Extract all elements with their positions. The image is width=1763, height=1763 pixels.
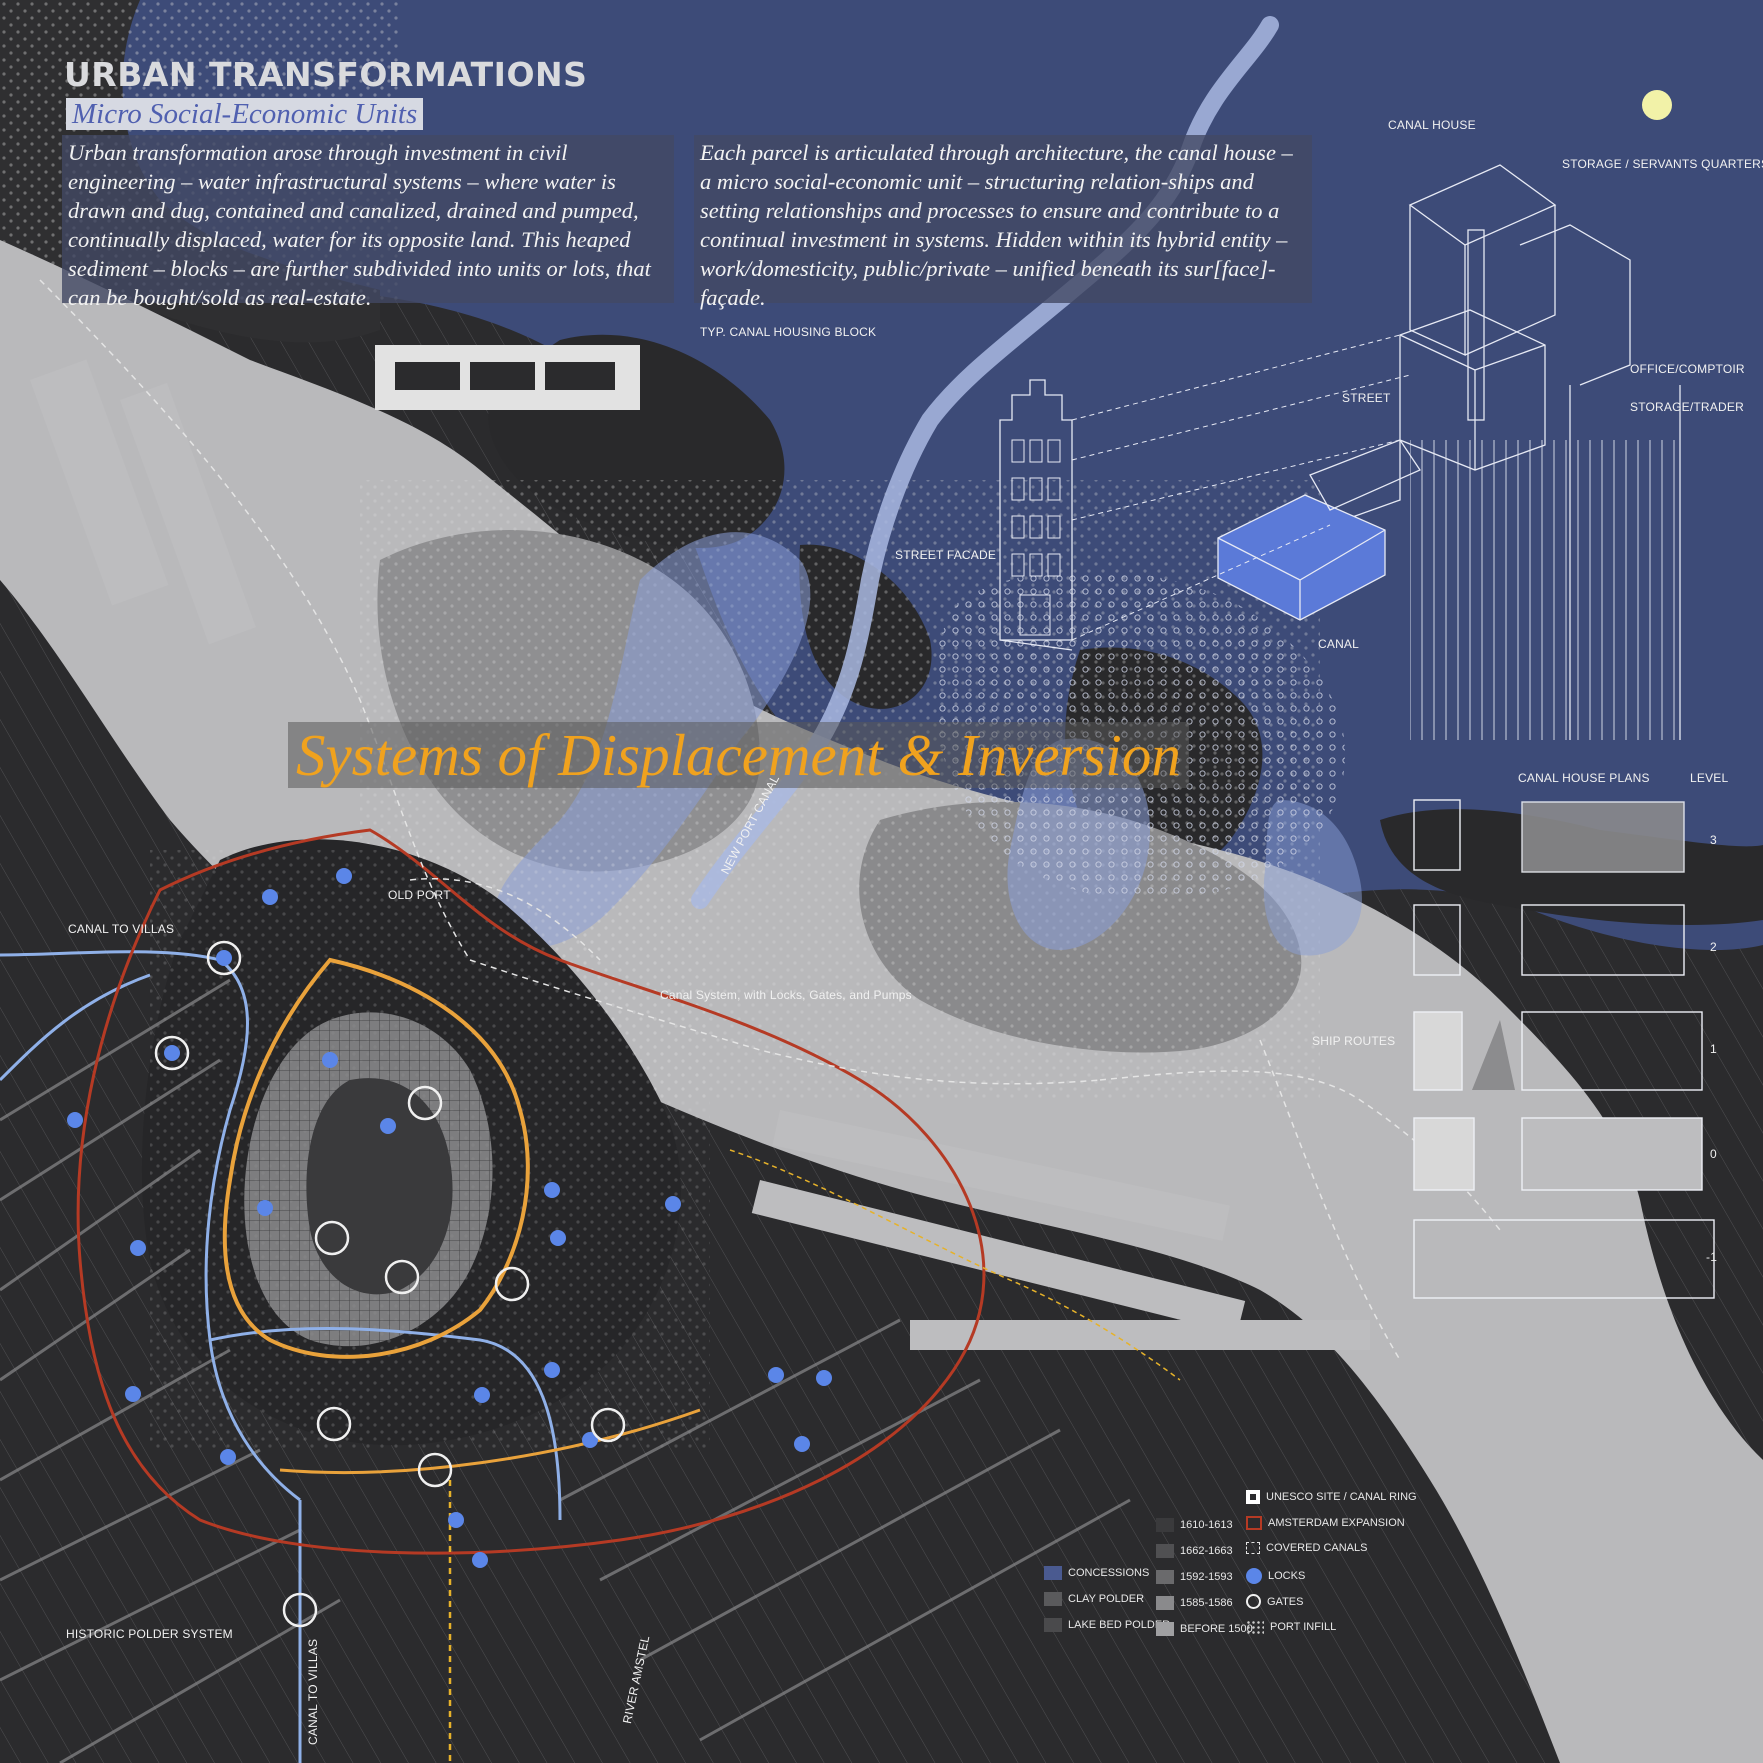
legend-label: GATES (1267, 1595, 1304, 1608)
label-canal-to-villas-top: CANAL TO VILLAS (68, 922, 175, 936)
swatch-concessions (1044, 1566, 1062, 1580)
canal-ring-orange (222, 957, 530, 1359)
legend-label: LAKE BED POLDER (1068, 1619, 1171, 1631)
plan-level-3: 3 (1710, 833, 1717, 847)
legend-gates: GATES (1246, 1594, 1303, 1609)
legend-port-infill: PORT INFILL (1246, 1620, 1336, 1634)
legend-1585: 1585-1586 (1156, 1596, 1233, 1610)
legend-label: COVERED CANALS (1266, 1542, 1368, 1554)
legend-expansion: AMSTERDAM EXPANSION (1246, 1516, 1405, 1530)
legend-lake-bed: LAKE BED POLDER (1044, 1618, 1170, 1632)
legend-label: 1610-1613 (1180, 1519, 1233, 1531)
label-canal-house: CANAL HOUSE (1388, 118, 1476, 132)
plans-level-label: LEVEL (1690, 771, 1729, 785)
expansion-red (76, 828, 986, 1555)
legend-label: AMSTERDAM EXPANSION (1268, 1517, 1405, 1529)
swatch-1592 (1156, 1570, 1174, 1584)
legend-concessions: CONCESSIONS (1044, 1566, 1149, 1580)
projection-lines (1071, 334, 1411, 641)
label-old-port: OLD PORT (388, 888, 451, 902)
central-dark-core (306, 1078, 453, 1295)
typ-canal-block (375, 345, 640, 410)
plans-title: CANAL HOUSE PLANS (1518, 771, 1650, 785)
legend-label: 1592-1593 (1180, 1571, 1233, 1583)
legend-covered: COVERED CANALS (1246, 1542, 1367, 1554)
legend-label: 1662-1663 (1180, 1545, 1233, 1557)
plan-level-1: 1 (1710, 1042, 1717, 1056)
legend-label: PORT INFILL (1270, 1621, 1337, 1633)
swatch-1662 (1156, 1544, 1174, 1558)
swatch-before-1500 (1156, 1622, 1174, 1636)
piles-icon (1410, 440, 1680, 740)
label-street-facade: STREET FACADE (895, 548, 997, 562)
plan-level-minus1: -1 (1706, 1250, 1718, 1264)
legend-unesco: UNESCO SITE / CANAL RING (1246, 1490, 1417, 1504)
swatch-clay-polder (1044, 1592, 1062, 1606)
plan-level-0: 0 (1710, 1147, 1717, 1161)
legend-label: CLAY POLDER (1068, 1593, 1145, 1605)
port-infill-icon (1246, 1620, 1264, 1634)
legend-1662: 1662-1663 (1156, 1544, 1233, 1558)
label-street: STREET (1342, 391, 1391, 405)
headline: Systems of Displacement & Inversion (288, 722, 1189, 788)
covered-canal-icon (1246, 1542, 1260, 1554)
paragraph-left: Urban transformation arose through inves… (62, 135, 674, 310)
legend-label: CONCESSIONS (1068, 1567, 1150, 1579)
legend-label: LOCKS (1268, 1570, 1306, 1582)
yellow-route (729, 1149, 1181, 1381)
label-canal-to-villas-bottom: CANAL TO VILLAS (306, 1638, 320, 1745)
label-storage-servants: STORAGE / SERVANTS QUARTERS (1562, 157, 1763, 171)
legend-locks: LOCKS (1246, 1568, 1305, 1584)
piers (30, 359, 1370, 1350)
page-title: URBAN TRANSFORMATIONS (64, 55, 588, 94)
gates (154, 940, 626, 1628)
polder-lines (0, 978, 1131, 1763)
paragraph-right: Each parcel is articulated through archi… (694, 135, 1312, 310)
plan-level-2: 2 (1710, 940, 1717, 954)
swatch-lake-bed (1044, 1618, 1062, 1632)
lock-icon (1246, 1568, 1262, 1584)
label-canal-system: Canal System, with Locks, Gates, and Pum… (660, 988, 912, 1002)
label-office: OFFICE/COMPTOIR (1630, 362, 1745, 376)
label-storage-trader: STORAGE/TRADER (1630, 400, 1744, 414)
canal-box-icon (1217, 439, 1421, 621)
locks (67, 868, 832, 1568)
gate-icon (1246, 1594, 1261, 1609)
label-typ-block: TYP. CANAL HOUSING BLOCK (700, 325, 877, 339)
villa-canals (0, 950, 562, 1763)
legend-label: UNESCO SITE / CANAL RING (1266, 1491, 1417, 1503)
sun-icon (1642, 90, 1672, 120)
legend-label: 1585-1586 (1180, 1597, 1233, 1609)
label-ship-routes: SHIP ROUTES (1312, 1034, 1396, 1048)
legend-1592: 1592-1593 (1156, 1570, 1233, 1584)
label-canal: CANAL (1318, 637, 1360, 651)
page-subtitle: Micro Social-Economic Units (66, 98, 424, 130)
ship-routes (39, 279, 1501, 1361)
canal-ring-orange-2 (279, 1408, 701, 1474)
unesco-icon (1246, 1490, 1260, 1504)
expansion-icon (1246, 1516, 1262, 1530)
house-plans (1413, 799, 1715, 1299)
legend-1610: 1610-1613 (1156, 1518, 1233, 1532)
legend-label: BEFORE 1500 (1180, 1623, 1253, 1635)
swatch-1610 (1156, 1518, 1174, 1532)
legend-before-1500: BEFORE 1500 (1156, 1622, 1253, 1636)
legend-clay-polder: CLAY POLDER (1044, 1592, 1144, 1606)
swatch-1585 (1156, 1596, 1174, 1610)
label-historic-polder: HISTORIC POLDER SYSTEM (66, 1627, 233, 1641)
